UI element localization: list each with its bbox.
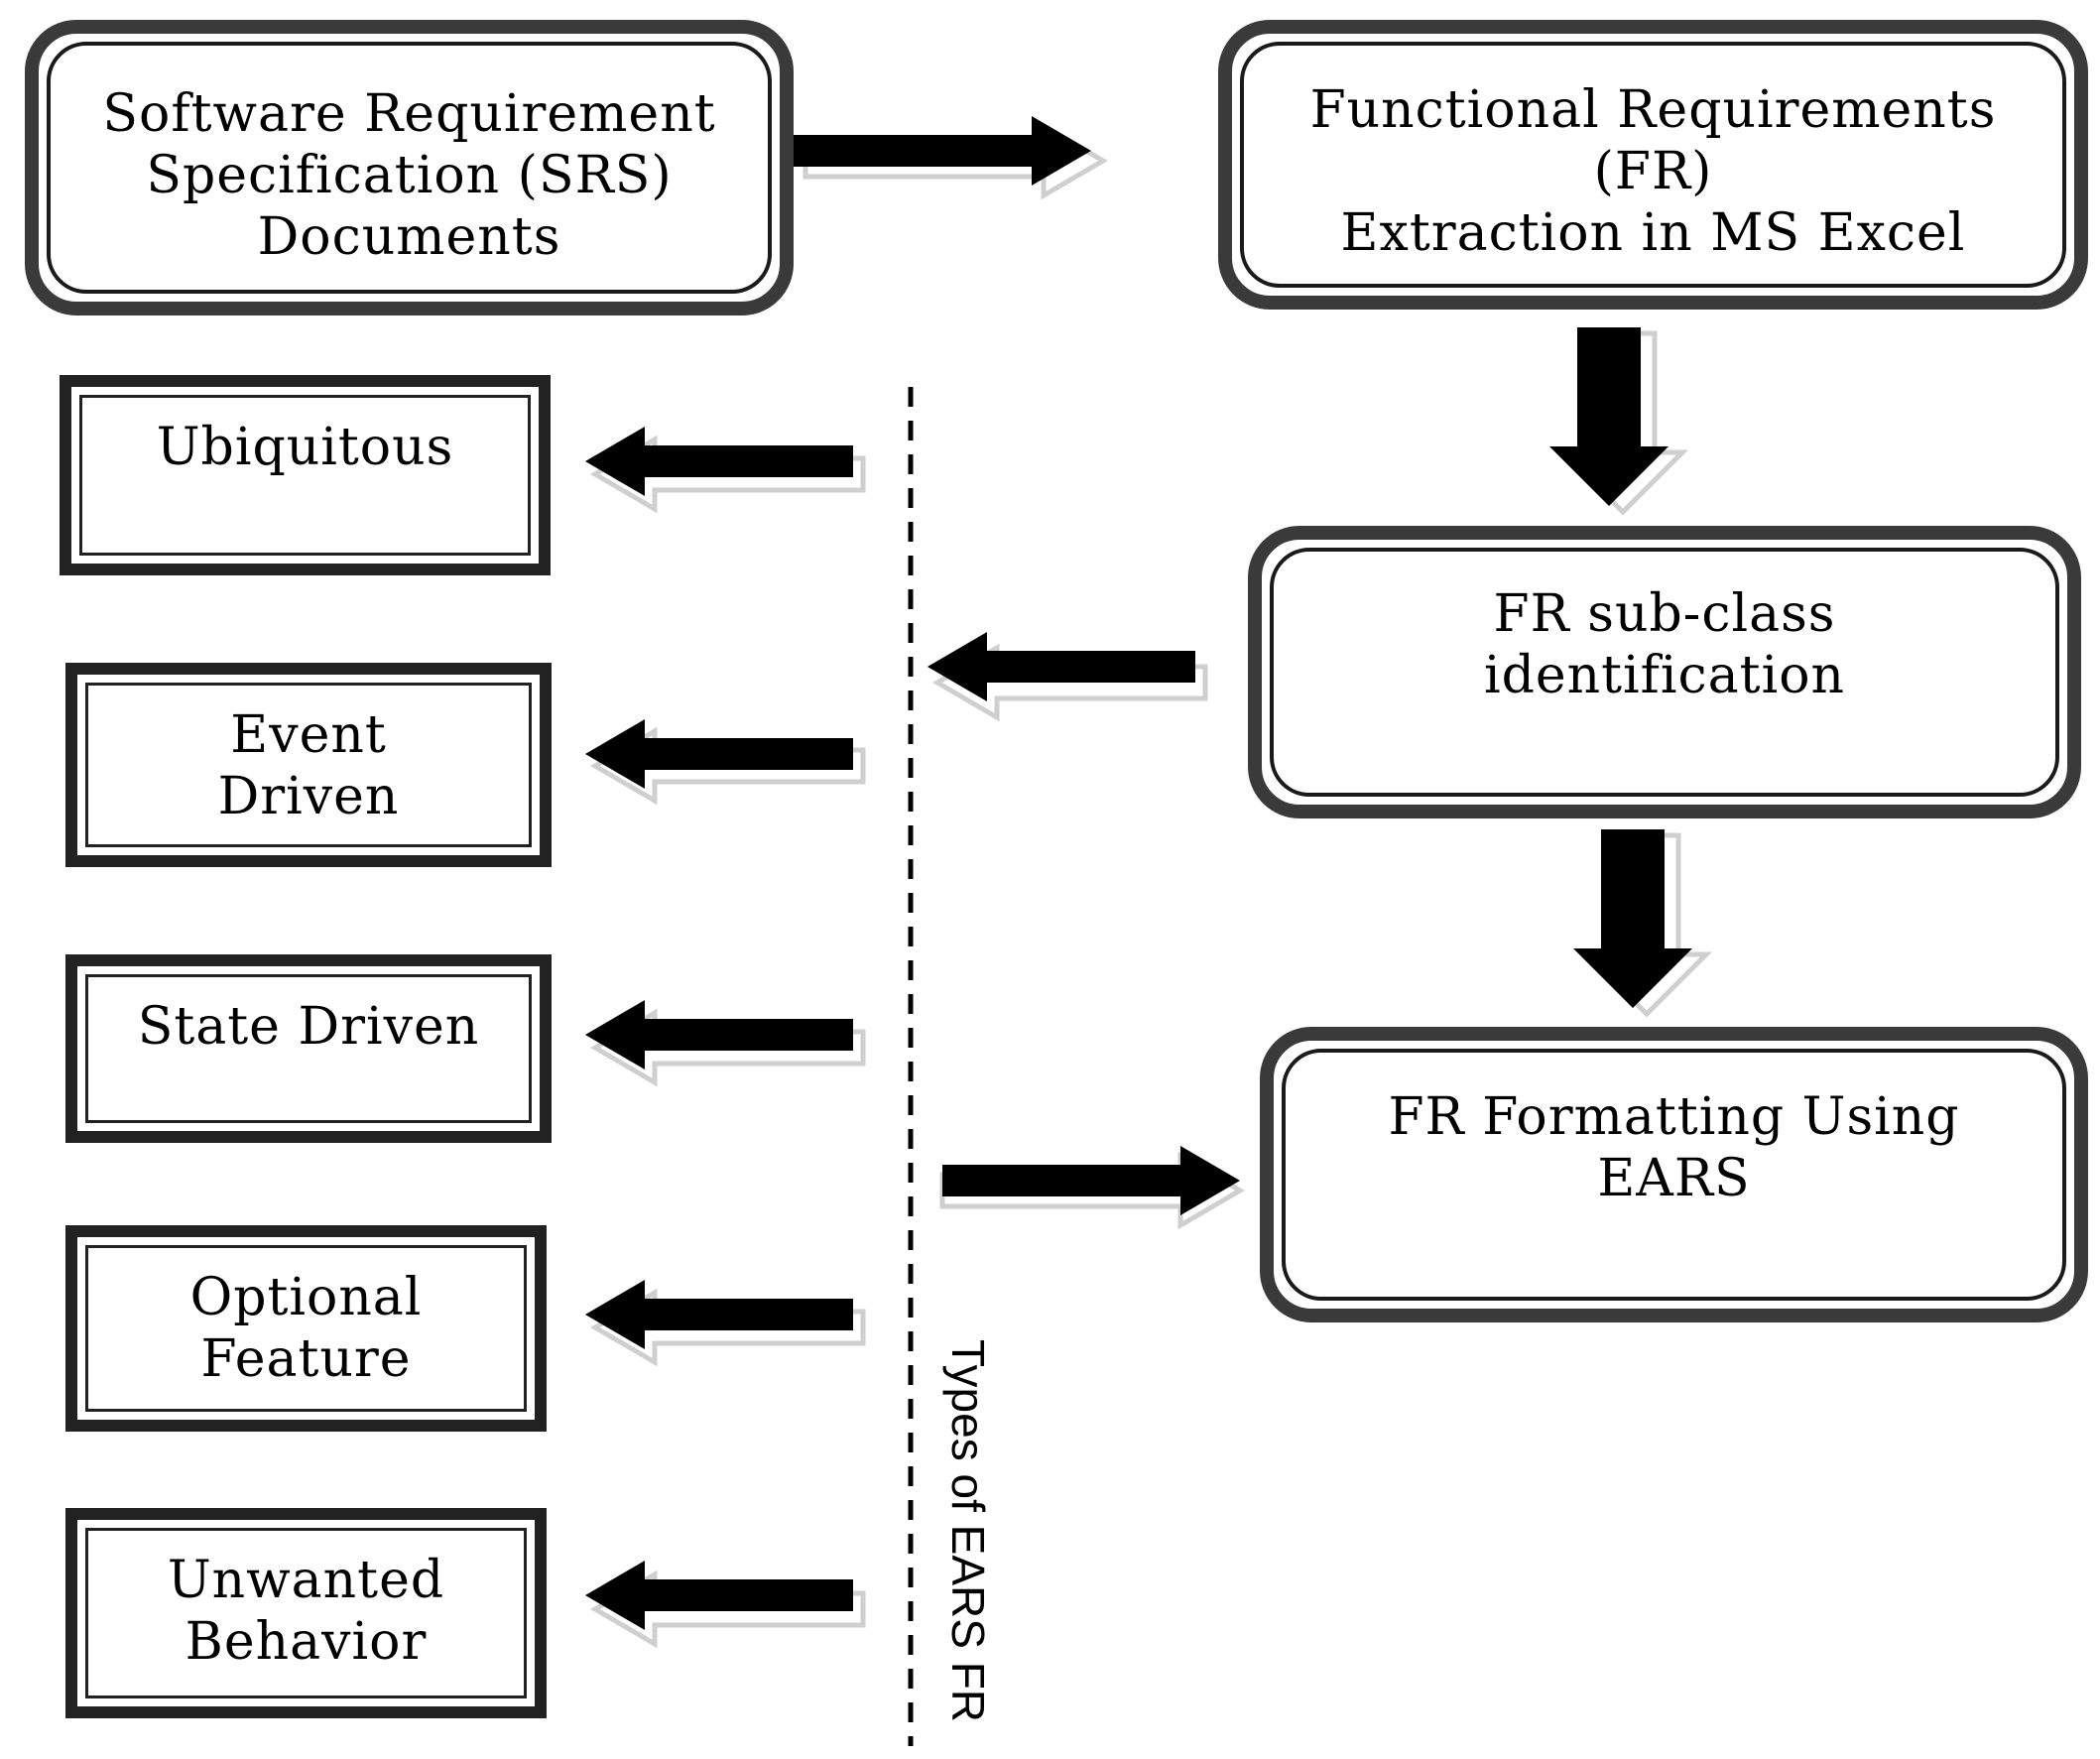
arrow-types-to-formatting (942, 1146, 1240, 1225)
arrow-to-ubiquitous (585, 427, 863, 509)
type-state-driven-box-inner (85, 974, 532, 1123)
type-optional-feature-line-2: Feature (200, 1329, 412, 1389)
fr-extraction-label: Functional Requirements (FR) Extraction … (1232, 79, 2074, 264)
srs-line-2: Specification (SRS) (146, 146, 673, 205)
fr-extraction-line-1: Functional Requirements (1309, 80, 1997, 140)
type-unwanted-behavior-line-1: Unwanted (167, 1551, 445, 1610)
fr-extraction-line-2: (FR) (1593, 142, 1713, 201)
fr-extraction-box: Functional Requirements (FR) Extraction … (1218, 20, 2088, 310)
fr-formatting-line-2: EARS (1597, 1149, 1751, 1208)
type-state-driven-line-1: State Driven (137, 997, 480, 1057)
type-state-driven-label: State Driven (77, 996, 540, 1058)
fr-subclass-box-inner (1270, 548, 2059, 797)
fr-formatting-label: FR Formatting Using EARS (1274, 1086, 2074, 1209)
arrow-to-unwanted-behavior (585, 1561, 863, 1644)
fr-formatting-box-inner (1282, 1049, 2066, 1301)
type-optional-feature-box-inner (85, 1245, 527, 1412)
type-state-driven-box: State Driven (65, 954, 552, 1143)
type-event-driven-box: Event Driven (65, 663, 552, 867)
type-unwanted-behavior-label: Unwanted Behavior (77, 1550, 535, 1673)
type-unwanted-behavior-line-2: Behavior (185, 1612, 428, 1672)
fr-subclass-line-1: FR sub-class (1493, 584, 1836, 644)
type-ubiquitous-label: Ubiquitous (71, 417, 539, 478)
type-ubiquitous-box-inner (79, 395, 531, 556)
types-divider-label: Types of EARS FR (942, 1339, 994, 1722)
fr-extraction-line-3: Extraction in MS Excel (1340, 203, 1966, 263)
type-optional-feature-box: Optional Feature (65, 1225, 547, 1432)
srs-documents-label: Software Requirement Specification (SRS)… (39, 83, 780, 268)
srs-line-3: Documents (257, 207, 561, 267)
srs-documents-box-inner (47, 42, 772, 294)
type-optional-feature-line-1: Optional (189, 1268, 423, 1327)
type-unwanted-behavior-box: Unwanted Behavior (65, 1508, 547, 1718)
type-event-driven-line-1: Event (230, 705, 387, 765)
arrow-subclass-to-formatting (1573, 829, 1706, 1014)
arrow-subclass-to-types (927, 632, 1205, 717)
type-ubiquitous-box: Ubiquitous (60, 375, 551, 575)
fr-formatting-box: FR Formatting Using EARS (1260, 1027, 2088, 1322)
type-ubiquitous-line-1: Ubiquitous (156, 418, 454, 477)
fr-formatting-line-1: FR Formatting Using (1388, 1087, 1960, 1147)
fr-extraction-box-inner (1240, 42, 2066, 288)
fr-subclass-box: FR sub-class identification (1248, 526, 2081, 818)
type-optional-feature-label: Optional Feature (77, 1267, 535, 1390)
srs-line-1: Software Requirement (102, 84, 716, 144)
srs-documents-box: Software Requirement Specification (SRS)… (25, 20, 794, 315)
fr-subclass-label: FR sub-class identification (1262, 583, 2067, 706)
arrow-to-event-driven (585, 719, 863, 801)
arrow-srs-to-extraction (794, 116, 1103, 195)
type-event-driven-box-inner (85, 683, 532, 847)
fr-subclass-line-2: identification (1483, 646, 1846, 705)
type-event-driven-label: Event Driven (77, 704, 540, 827)
arrow-to-optional-feature (585, 1280, 863, 1362)
type-unwanted-behavior-box-inner (85, 1528, 527, 1698)
arrow-to-state-driven (585, 1000, 863, 1082)
arrow-extraction-to-subclass (1549, 327, 1682, 512)
type-event-driven-line-2: Driven (217, 767, 400, 826)
